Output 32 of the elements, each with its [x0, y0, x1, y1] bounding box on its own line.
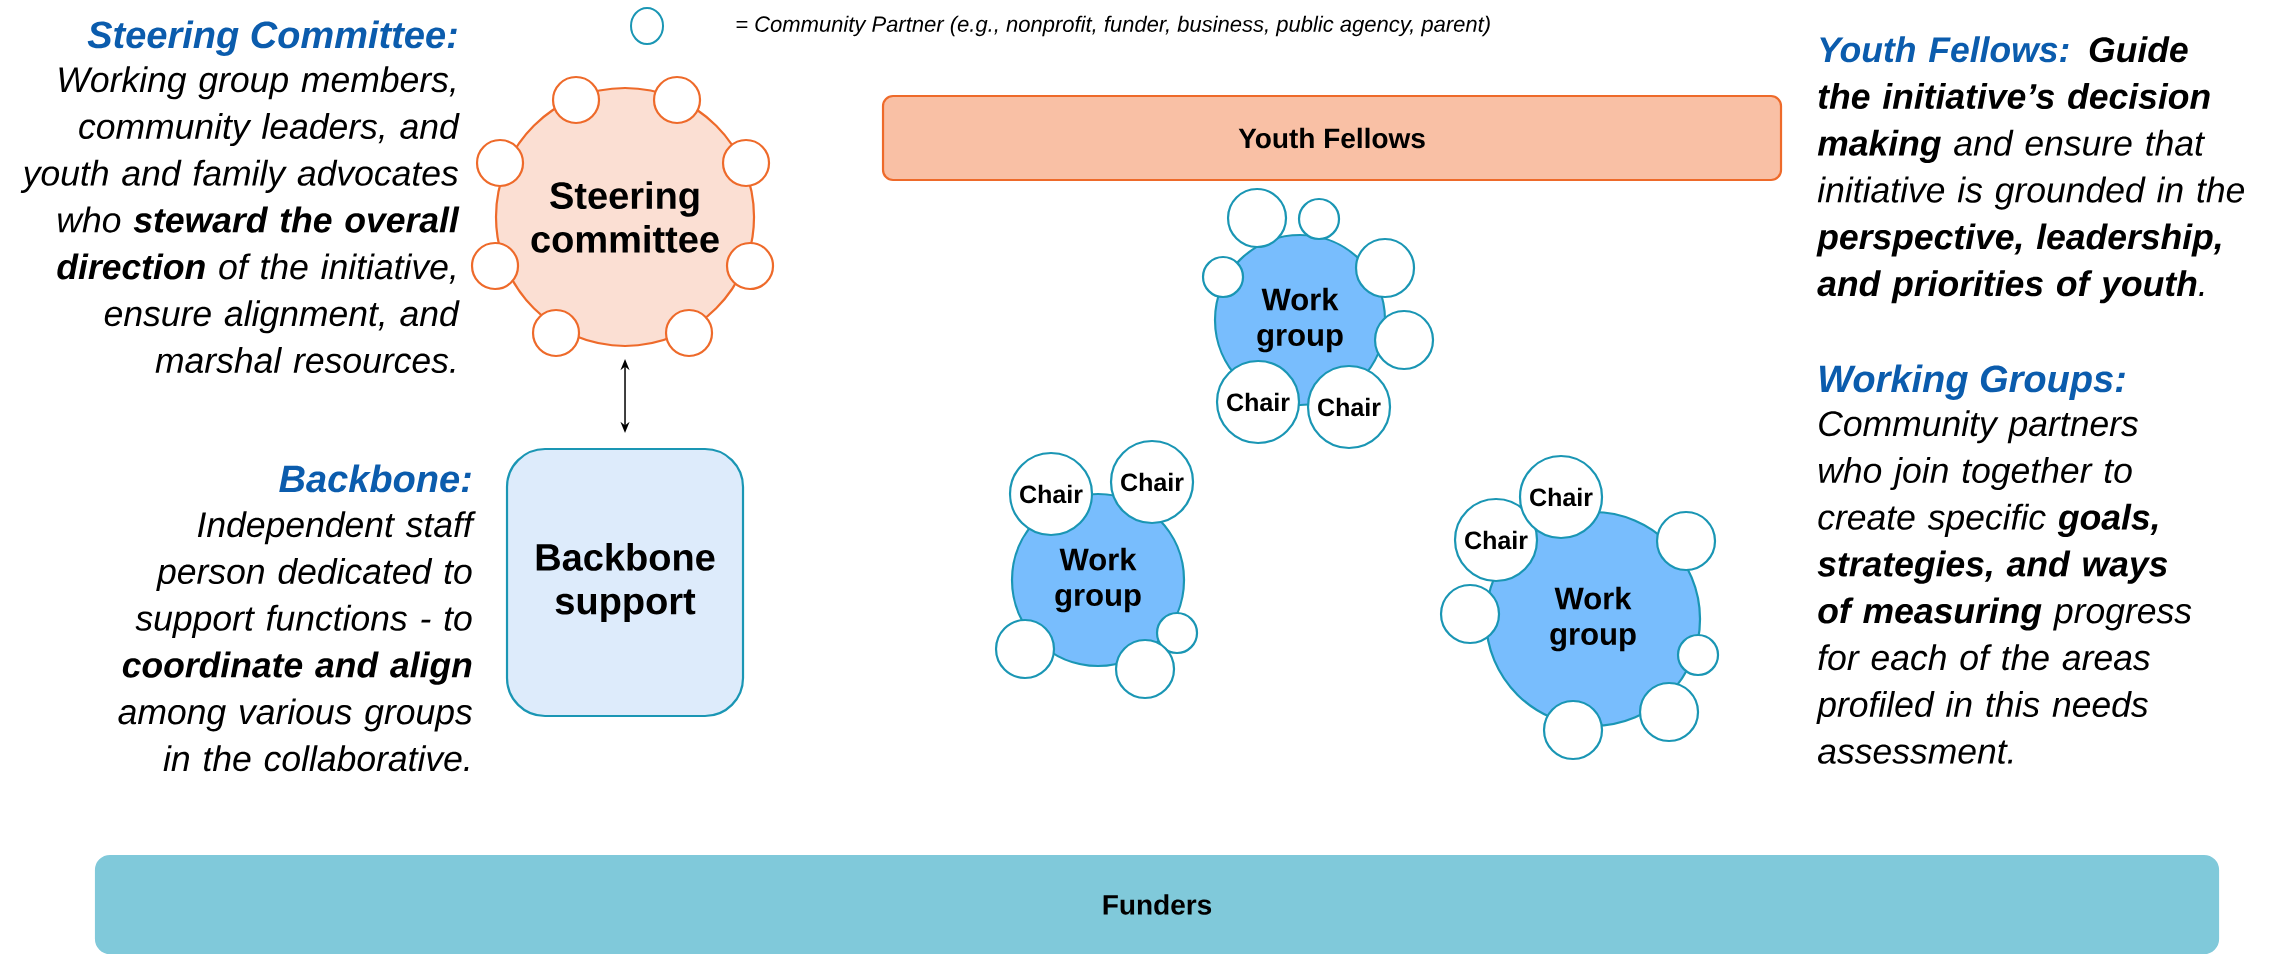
description-text: Working group members, community leaders, and youth and family advocates who steward the overall direction of the initiative, ensure alignment, and marshal resources.	[20, 66, 460, 374]
support-box: Backbone support	[505, 447, 745, 718]
heading-text: Working Groups:	[1820, 364, 2125, 400]
banner-bar: Youth Fellows	[881, 94, 1783, 182]
banner-bar: Funders	[94, 854, 2220, 955]
partner-circle	[531, 308, 581, 358]
partner-circle	[664, 308, 714, 358]
partner-circle	[1297, 197, 1341, 241]
partner-circle	[1226, 187, 1288, 249]
partner-circle	[1655, 510, 1717, 572]
legend-text: = Community Partner (e.g., nonprofit, funder, business, public agency, parent)	[736, 15, 1490, 37]
partner-circle	[470, 241, 520, 291]
partner-circle	[1439, 583, 1501, 645]
description-text: Youth Fellows: Guide the initiative’s decision making and ensure that initiative is grounded in the perspective, leadership, and priorities of youth.	[1816, 36, 2245, 304]
partner-circle	[725, 241, 775, 291]
partner-circle	[994, 618, 1056, 680]
partner-circle	[1155, 611, 1199, 655]
partner-circle	[1638, 681, 1700, 743]
partner-circle	[551, 75, 601, 125]
partner-circle	[1114, 638, 1176, 700]
partner-circle	[652, 75, 702, 125]
partner-circle	[1542, 699, 1604, 761]
partner-circle	[721, 138, 771, 188]
partner-circle	[1354, 237, 1416, 299]
heading-text: Backbone:	[279, 464, 471, 493]
heading-text: Steering Committee:	[87, 20, 457, 56]
partner-circle	[1373, 309, 1435, 371]
partner-circle	[1676, 633, 1720, 677]
partner-circle	[1201, 255, 1245, 299]
description-text: Community partners who join together to create specific goals, strategies, and ways of measuring progress for each of the areas profiled in this needs assessment.	[1816, 410, 2192, 764]
description-text: Independent staff person dedicated to support functions - to coordinate and align among various groups in the collaborative.	[118, 511, 476, 772]
partner-circle	[475, 138, 525, 188]
